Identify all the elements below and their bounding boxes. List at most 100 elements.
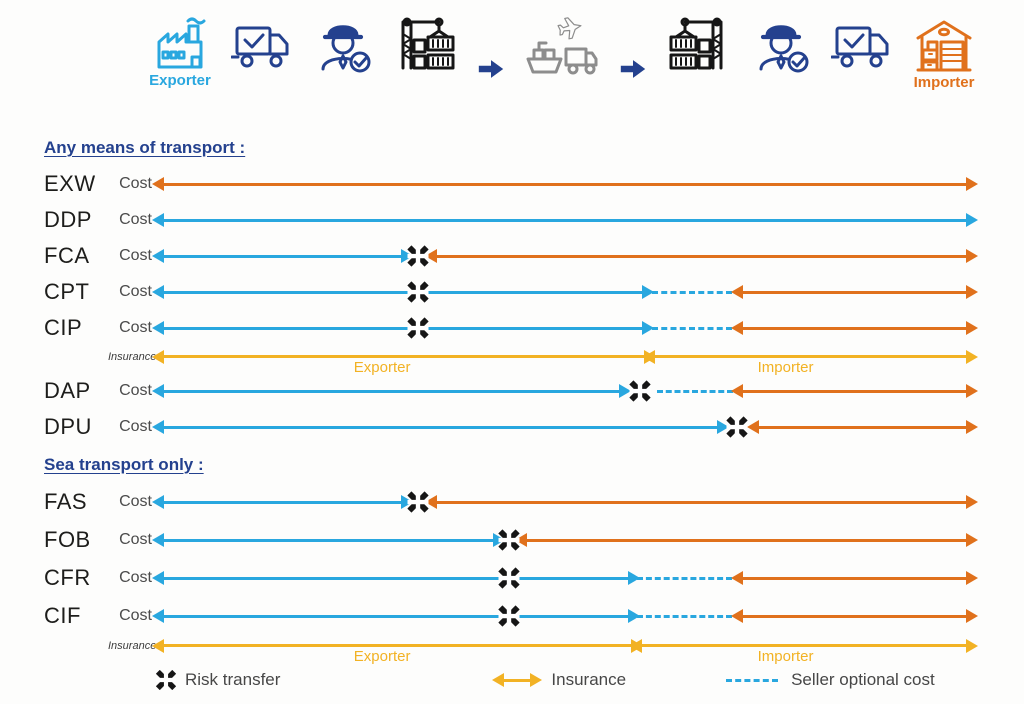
arrow-track: Exporter Importer [152,346,979,376]
insurance-party-caption: Importer [757,648,814,665]
legend-label: Seller optional cost [791,670,935,689]
yellow-cost-arrow [629,638,978,653]
cost-label: Cost [119,607,152,624]
incoterm-row-cip: CIP Cost [44,310,978,346]
blue-cost-arrow [152,533,505,547]
crane-containers-icon [393,12,457,72]
seller-optional-dashed-line [637,614,732,618]
legend-label: Risk transfer [185,670,281,689]
warehouse-icon: Importer [912,12,976,91]
blue-cost-arrow [152,213,978,227]
orange-cost-arrow [424,495,979,509]
multimodal-transport-icon [525,12,599,76]
risk-transfer-star-icon [498,529,520,551]
truck-check-icon [231,12,293,70]
arrow-track [151,483,979,521]
incoterm-row-dap: DAP Cost [44,373,978,409]
cost-label: Cost [119,319,152,336]
supply-chain-icon-band: Exporter Importer [148,12,976,108]
legend: Risk transfer Insurance Seller optional co… [44,670,966,690]
cost-label: Cost [119,382,152,399]
risk-transfer-star-icon [498,567,520,589]
legend-item: Insurance [492,670,626,690]
incoterm-code: CPT [44,279,90,304]
cost-label: Cost [119,493,152,510]
legend-item: Seller optional cost [722,670,935,690]
incoterm-code: CIP [44,315,83,340]
flow-arrow-icon [618,54,648,84]
legend-item: Risk transfer [156,670,280,690]
arrow-track [151,409,978,445]
orange-cost-arrow [152,177,978,191]
insurance-party-caption: Importer [757,359,814,376]
arrow-track [151,238,979,274]
incoterm-code: CFR [44,565,91,590]
blue-cost-arrow [152,571,640,585]
truck-check-icon [831,12,893,70]
incoterm-row-fca: FCA Cost [44,238,979,274]
blue-cost-arrow [151,249,414,263]
risk-transfer-star-icon [498,605,520,627]
insurance-party-caption: Exporter [353,648,411,665]
orange-cost-arrow [424,249,979,263]
seller-optional-dashed-line [651,326,732,330]
incoterm-code: DDP [44,207,92,232]
risk-transfer-star-icon [629,380,651,402]
risk-transfer-star-icon [726,416,748,438]
arrow-track [152,202,978,238]
orange-cost-arrow [731,571,978,585]
incoterm-code: FCA [44,243,90,268]
cost-label: Cost [119,531,152,548]
customs-officer-icon [312,12,374,74]
arrow-track [152,274,978,310]
blue-cost-arrow [151,495,414,509]
insurance-label: Insurance [108,639,157,652]
arrow-track [152,310,978,346]
cost-label: Cost [119,418,152,435]
yellow-cost-arrow [152,349,656,364]
incoterm-code: DAP [44,378,91,403]
risk-transfer-star-icon [156,670,176,690]
seller-optional-dashed-line [637,576,732,580]
insurance-arrow-icon [492,672,543,688]
incoterm-row-dpu: DPU Cost [44,409,978,445]
orange-cost-arrow [731,609,978,623]
incoterm-row-fas: FAS Cost [44,483,979,521]
yellow-cost-arrow [642,349,979,364]
section-heading: Any means of transport : [44,138,246,157]
orange-cost-arrow [731,384,978,398]
orange-cost-arrow [731,285,978,299]
orange-cost-arrow [747,420,978,434]
arrow-track [152,559,978,597]
section-heading: Sea transport only : [44,455,204,474]
incoterm-code: DPU [44,414,92,439]
insurance-party-caption: Exporter [353,359,411,376]
risk-transfer-star-icon [407,317,429,339]
incoterm-code: FAS [44,489,88,514]
cost-label: Cost [119,175,152,192]
customs-officer-icon [750,12,812,74]
blue-cost-arrow [152,384,631,398]
cost-label: Cost [119,247,152,264]
blue-cost-arrow [152,321,654,335]
risk-transfer-star-icon [407,281,429,303]
cost-label: Cost [119,283,152,300]
arrow-track [152,597,978,635]
seller-optional-dashed-line [651,290,732,294]
blue-cost-arrow [152,285,654,299]
legend-label: Insurance [551,670,627,689]
yellow-cost-arrow [152,638,643,653]
importer-label: Importer [913,74,975,91]
arrow-track: Exporter Importer [152,635,978,665]
blue-cost-arrow [152,609,640,623]
seller-optional-dash-icon [722,678,782,682]
